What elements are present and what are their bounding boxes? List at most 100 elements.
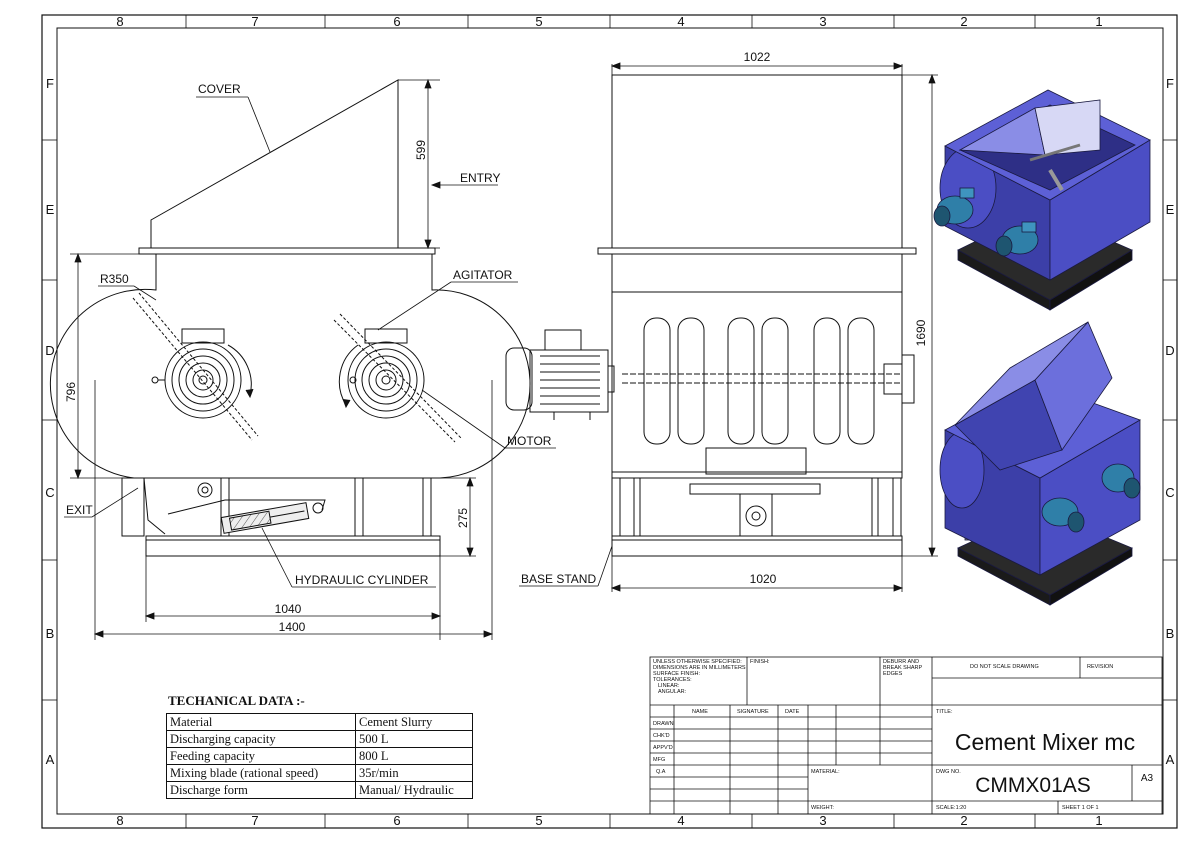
dim-599: 599: [414, 140, 428, 160]
front-hopper: [611, 74, 903, 249]
zone-labels-right: F E D C B A: [1165, 76, 1174, 767]
zone-col-label: 2: [960, 14, 967, 29]
zone-col-label: 1: [1095, 14, 1102, 29]
role-qa: Q.A: [656, 769, 666, 775]
base-stand-label: BASE STAND: [521, 572, 596, 586]
role-checked: CHK'D: [653, 733, 670, 739]
role-drawn: DRAWN: [653, 721, 674, 727]
zone-col-label: 8: [116, 813, 123, 828]
role-approved: APPV'D: [653, 745, 673, 751]
tech-value: Manual/ Hydraulic: [355, 781, 473, 799]
base-frame: [145, 535, 441, 557]
col-date: DATE: [785, 709, 800, 715]
note-line: ANGULAR:: [658, 689, 687, 695]
agitator-blades: [132, 292, 462, 443]
hydraulic-cylinder-label: HYDRAULIC CYLINDER: [295, 573, 429, 587]
title-block-grid: [649, 656, 1163, 815]
dim-796: 796: [64, 382, 78, 402]
sheet-size: A3: [1141, 773, 1154, 784]
zone-col-label: 2: [960, 813, 967, 828]
zone-col-label: 1: [1095, 813, 1102, 828]
zone-col-label: 5: [535, 14, 542, 29]
dim-1040: 1040: [275, 602, 302, 616]
title-label: TITLE:: [936, 709, 953, 715]
title-block-text: UNLESS OTHERWISE SPECIFIED: DIMENSIONS A…: [653, 659, 1113, 811]
hydraulic-linkage: [167, 499, 326, 515]
tech-key: Discharging capacity: [166, 730, 356, 748]
drawing-number: CMMX01AS: [975, 774, 1091, 797]
dim-1020: 1020: [750, 572, 777, 586]
tech-key: Feeding capacity: [166, 747, 356, 765]
zone-row-label: B: [46, 626, 55, 641]
entry-label: ENTRY: [460, 171, 500, 185]
tech-data-table: Material Cement Slurry Discharging capac…: [166, 713, 473, 799]
zone-row-label: E: [46, 202, 55, 217]
zone-labels-left: F E D C B A: [45, 76, 54, 767]
tech-key: Discharge form: [166, 781, 356, 799]
note-line: LINEAR:: [658, 683, 680, 689]
deburr-line: BREAK SHARP: [883, 665, 922, 671]
role-mfg: MFG: [653, 757, 665, 763]
motor-label: MOTOR: [507, 434, 552, 448]
deburr-line: EDGES: [883, 671, 903, 677]
zone-col-label: 3: [819, 14, 826, 29]
front-motor: [505, 329, 615, 420]
zone-ticks: [42, 15, 1177, 828]
callout-texts: COVER ENTRY AGITATOR R350 MOTOR EXIT HYD…: [66, 82, 596, 587]
front-dimensions: [610, 62, 938, 592]
right-motor: [347, 328, 425, 419]
drawing-title: Cement Mixer mc: [955, 729, 1135, 755]
discharge-flap: [143, 477, 166, 535]
material-label: MATERIAL:: [811, 769, 840, 775]
zone-row-label: A: [46, 752, 55, 767]
leg: [422, 477, 432, 537]
col-signature: SIGNATURE: [737, 709, 769, 715]
tech-data-title: TECHANICAL DATA :-: [168, 693, 305, 708]
hydraulic-cylinder-shape: [220, 502, 310, 534]
note-line: SURFACE FINISH:: [653, 671, 701, 677]
zone-row-label: A: [1166, 752, 1175, 767]
cover-label: COVER: [198, 82, 241, 96]
tech-value: 35r/min: [355, 764, 473, 782]
dim-1690: 1690: [914, 319, 928, 346]
note-line: TOLERANCES:: [653, 677, 692, 683]
dim-1400: 1400: [279, 620, 306, 634]
table-row: Discharge form Manual/ Hydraulic: [166, 781, 473, 799]
zone-col-label: 6: [393, 813, 400, 828]
tech-value: 800 L: [355, 747, 473, 765]
discharge-chute: [121, 477, 145, 537]
exit-label: EXIT: [66, 503, 93, 517]
do-not-scale-label: DO NOT SCALE DRAWING: [970, 664, 1039, 670]
isometric-view-top: [933, 89, 1151, 311]
zone-col-label: 3: [819, 813, 826, 828]
rotation-arrow: [338, 344, 359, 406]
zone-row-label: D: [45, 343, 54, 358]
agitator-label: AGITATOR: [453, 268, 513, 282]
revision-label: REVISION: [1087, 664, 1113, 670]
zone-col-label: 4: [677, 813, 684, 828]
rotation-arrow: [227, 344, 252, 396]
scale-label: SCALE:1:20: [936, 805, 966, 811]
dim-1022: 1022: [744, 50, 771, 64]
radius-label: R350: [100, 272, 129, 286]
col-name: NAME: [692, 709, 708, 715]
tech-key: Material: [166, 713, 356, 731]
zone-row-label: D: [1165, 343, 1174, 358]
zone-col-label: 7: [251, 813, 258, 828]
isometric-view-bottom: [939, 321, 1141, 606]
table-row: Feeding capacity 800 L: [166, 747, 473, 765]
dwg-no-label: DWG NO.: [936, 769, 961, 775]
tank-body: [49, 254, 531, 479]
note-line: UNLESS OTHERWISE SPECIFIED:: [653, 659, 742, 665]
leg: [354, 477, 364, 537]
zone-col-label: 5: [535, 813, 542, 828]
zone-labels-top: 8 7 6 5 4 3 2 1: [116, 14, 1102, 29]
side-view: [49, 79, 531, 557]
finish-label: FINISH:: [750, 659, 770, 665]
table-row: Mixing blade (rational speed) 35r/min: [166, 764, 473, 782]
note-line: DIMENSIONS ARE IN MILLIMETERS: [653, 665, 746, 671]
deburr-line: DEBURR AND: [883, 659, 919, 665]
cover-outline: [150, 79, 399, 248]
tech-value: Cement Slurry: [355, 713, 473, 731]
